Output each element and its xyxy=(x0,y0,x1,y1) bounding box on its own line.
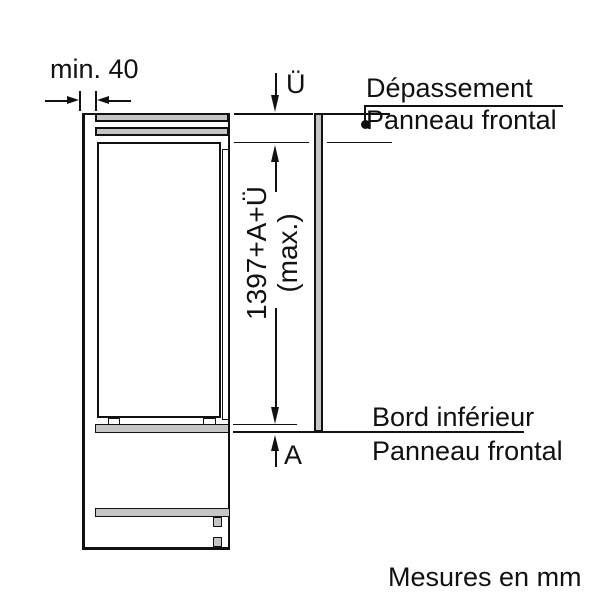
ref-line-door-top-right xyxy=(327,141,392,144)
ref-line-panel-top-left xyxy=(234,113,313,115)
min40-extension-tick-left xyxy=(79,91,81,111)
ue-arrow-shaft xyxy=(274,73,277,95)
ref-line-panel-bottom xyxy=(233,431,524,433)
dim-label-panel-height-qualifier: (max.) xyxy=(272,213,303,293)
appliance-door xyxy=(96,142,221,418)
min40-arrow-shaft-left xyxy=(45,99,68,102)
lower-divider-panel xyxy=(95,424,229,433)
panel-height-shaft-lower xyxy=(274,308,277,407)
top-panel-lower xyxy=(95,127,229,136)
annotation-bord-inferieur: Bord inférieur xyxy=(372,402,535,432)
panel-height-arrowhead-up xyxy=(270,144,279,162)
depassement-underline xyxy=(363,104,563,107)
top-panel-upper xyxy=(95,112,229,122)
depassement-leader-dot xyxy=(360,119,370,129)
ref-line-door-bottom xyxy=(233,423,297,426)
min40-arrow-shaft-right xyxy=(109,99,131,102)
depassement-leader-line xyxy=(363,104,366,121)
min40-arrowhead-left xyxy=(97,96,109,105)
niche-left-wall xyxy=(82,114,85,549)
annotation-depassement: Dépassement xyxy=(366,73,533,103)
dim-label-ue: Ü xyxy=(286,69,306,99)
niche-top-edge xyxy=(82,113,96,116)
unit-note: Mesures en mm xyxy=(388,562,582,592)
dim-label-panel-height: 1397+A+Ü (max.) xyxy=(241,168,303,338)
panel-height-shaft-upper xyxy=(274,160,277,192)
cabinet-front-edge xyxy=(228,113,231,549)
panel-height-arrowhead-down xyxy=(270,406,279,424)
plinth-panel xyxy=(95,507,230,517)
dim-label-min40: min. 40 xyxy=(50,54,139,84)
ue-arrowhead-down xyxy=(270,94,279,112)
a-arrowhead-up xyxy=(270,434,279,451)
niche-bottom-edge xyxy=(81,547,230,550)
dim-label-a: A xyxy=(284,440,303,470)
annotation-panneau-frontal-bottom: Panneau frontal xyxy=(372,436,563,466)
min40-extension-tick-right xyxy=(94,91,97,111)
plinth-block-upper xyxy=(212,517,222,527)
a-arrow-shaft xyxy=(274,449,277,467)
annotation-panneau-frontal-top: Panneau frontal xyxy=(366,105,557,135)
dim-label-panel-height-value: 1397+A+Ü xyxy=(241,186,272,320)
ref-line-panel-top-right xyxy=(322,113,390,115)
front-panel xyxy=(313,113,323,432)
plinth-block-lower xyxy=(212,536,222,547)
ref-line-door-top-left xyxy=(233,141,309,144)
min40-arrowhead-right xyxy=(67,96,79,105)
